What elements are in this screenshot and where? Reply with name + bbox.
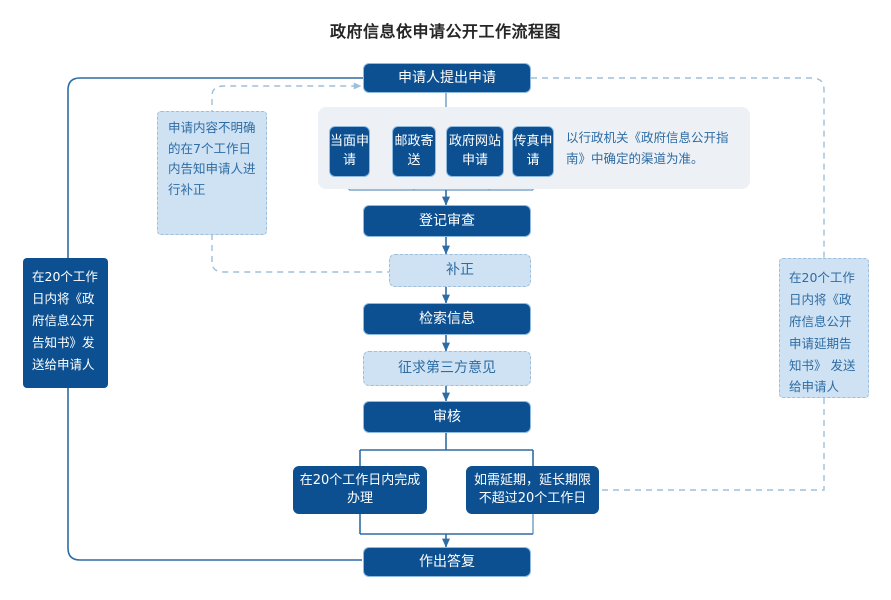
- node-audit[interactable]: 审核: [363, 401, 531, 433]
- channel-box-website[interactable]: 政府网站申请: [446, 126, 504, 177]
- node-complete-20days-label: 在20个工作日内完成办理: [299, 473, 421, 506]
- node-third-party-opinion[interactable]: 征求第三方意见: [363, 351, 531, 386]
- node-reply[interactable]: 作出答复: [363, 547, 531, 577]
- node-start-label: 申请人提出申请: [398, 69, 496, 86]
- channel-label-website: 政府网站申请: [448, 134, 501, 168]
- channel-note-label: 以行政机关《政府信息公开指南》中确定的渠道为准。: [566, 130, 729, 167]
- node-complete-20days[interactable]: 在20个工作日内完成办理: [293, 466, 427, 514]
- node-search-info-label: 检索信息: [419, 310, 475, 327]
- node-start[interactable]: 申请人提出申请: [363, 63, 531, 93]
- node-register-review[interactable]: 登记审查: [363, 205, 531, 237]
- node-reply-label: 作出答复: [419, 553, 475, 570]
- channel-label-in-person: 当面申请: [330, 134, 370, 168]
- channel-box-fax[interactable]: 传真申请: [512, 126, 554, 177]
- annotation-unclear-content-label: 申请内容不明确的在7个工作日内告知申请人进行补正: [168, 120, 256, 197]
- channel-box-in-person[interactable]: 当面申请: [329, 126, 370, 177]
- channel-box-postal[interactable]: 邮政寄送: [392, 126, 436, 177]
- page-title: 政府信息依申请公开工作流程图: [329, 22, 561, 41]
- annotation-left-notice: 在20个工作日内将《政府信息公开告知书》发送给申请人: [23, 258, 108, 388]
- channel-note: 以行政机关《政府信息公开指南》中确定的渠道为准。: [566, 127, 746, 170]
- annotation-right-notice-label: 在20个工作日内将《政府信息公开申请延期告知书》 发送给申请人: [789, 270, 856, 395]
- node-extension[interactable]: 如需延期，延长期限不超过20个工作日: [466, 466, 599, 514]
- node-supplement-label: 补正: [446, 262, 474, 279]
- channel-label-postal: 邮政寄送: [394, 134, 434, 168]
- annotation-right-notice: 在20个工作日内将《政府信息公开申请延期告知书》 发送给申请人: [779, 258, 869, 398]
- node-search-info[interactable]: 检索信息: [363, 303, 531, 335]
- annotation-left-notice-label: 在20个工作日内将《政府信息公开告知书》发送给申请人: [32, 269, 98, 372]
- node-supplement[interactable]: 补正: [389, 254, 531, 287]
- channel-label-fax: 传真申请: [513, 134, 553, 168]
- node-third-party-opinion-label: 征求第三方意见: [398, 360, 496, 377]
- node-register-review-label: 登记审查: [419, 212, 475, 229]
- node-extension-label: 如需延期，延长期限不超过20个工作日: [473, 473, 591, 506]
- annotation-unclear-content: 申请内容不明确的在7个工作日内告知申请人进行补正: [157, 111, 267, 235]
- node-audit-label: 审核: [433, 408, 461, 425]
